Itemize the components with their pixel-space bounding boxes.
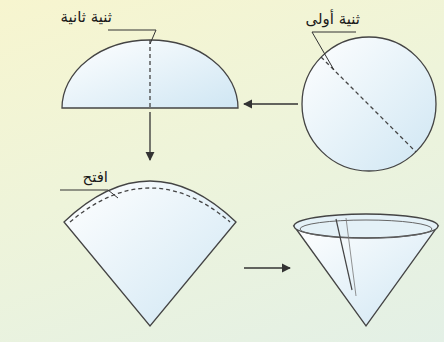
- fold-label: ثنية ثانية: [60, 8, 112, 26]
- fold-label: افتح: [82, 168, 108, 186]
- fold-label: ثنية أولى: [305, 10, 360, 28]
